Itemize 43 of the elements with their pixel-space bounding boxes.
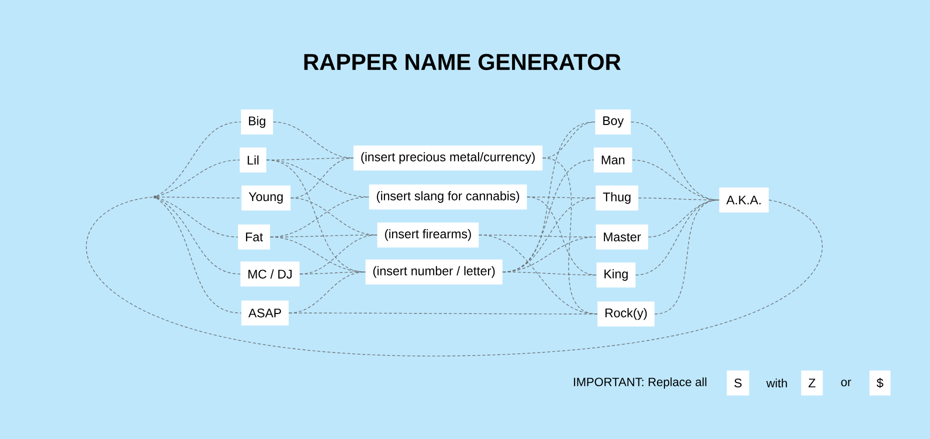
- connector: [86, 196, 823, 356]
- connector: [654, 200, 720, 314]
- word-box: (insert slang for cannabis): [369, 184, 527, 210]
- connector: [635, 200, 720, 276]
- connector: [526, 196, 597, 276]
- connector: [156, 160, 240, 197]
- connector: [156, 197, 238, 238]
- word-box: Fat: [238, 224, 270, 250]
- word-box: A.K.A.: [719, 188, 769, 212]
- connector: [156, 196, 242, 198]
- word-box: S: [726, 370, 750, 396]
- word-box: Boy: [595, 110, 631, 134]
- note-text: or: [841, 380, 852, 386]
- word-box: Man: [594, 148, 632, 172]
- word-box: ASAP: [241, 300, 289, 326]
- word-box: King: [596, 262, 636, 288]
- connector: [502, 272, 597, 276]
- connector: [648, 200, 720, 238]
- word-box: (insert precious metal/currency): [353, 146, 543, 170]
- note-text: IMPORTANT: Replace all: [574, 377, 706, 389]
- word-box: $: [870, 370, 890, 396]
- title: RAPPER NAME GENERATOR: [304, 54, 621, 70]
- connector: [156, 198, 242, 314]
- connector: [299, 272, 366, 274]
- word-box: Young: [242, 186, 290, 210]
- connector: [270, 236, 366, 272]
- connector: [478, 234, 598, 314]
- word-box: Rock(y): [597, 302, 655, 326]
- word-box: (insert firearms): [377, 222, 479, 248]
- word-box: Thug: [596, 186, 638, 210]
- word-box: Z: [801, 370, 823, 396]
- note-text: with: [766, 378, 787, 388]
- connector: [156, 122, 242, 197]
- connector: [638, 198, 720, 200]
- word-box: (insert number / letter): [366, 260, 502, 284]
- connector: [156, 197, 241, 274]
- connector: [526, 196, 596, 198]
- connector: [272, 122, 354, 158]
- connector: [542, 158, 598, 314]
- word-box: Lil: [240, 148, 266, 172]
- word-box: Master: [596, 224, 648, 250]
- word-box: MC / DJ: [240, 262, 300, 286]
- word-box: Big: [240, 110, 274, 134]
